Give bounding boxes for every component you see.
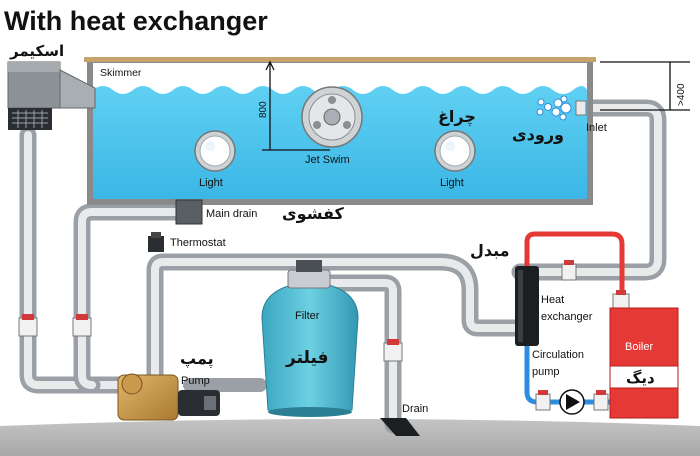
skimmer-label: Skimmer <box>100 67 142 79</box>
light-left <box>194 130 236 172</box>
circulation-label-line1: Circulation <box>532 349 584 361</box>
diagram-title: With heat exchanger <box>4 6 268 36</box>
heat-exchanger <box>515 266 539 346</box>
thermostat-label: Thermostat <box>170 237 226 249</box>
inlet-nozzle <box>536 95 587 121</box>
skimmer-label-fa: اسکیمر <box>9 42 64 60</box>
valve-drain <box>383 339 403 362</box>
edge-dimension <box>600 61 690 111</box>
drain-outlet <box>380 418 420 436</box>
light-label-fa: چراغ <box>438 107 476 127</box>
pipe-network <box>19 99 667 434</box>
main-drain-fitting <box>175 199 203 225</box>
jet-swim <box>301 86 363 148</box>
pipe-hot-loop <box>524 231 625 310</box>
valve-circulation-left <box>535 390 551 411</box>
inlet-label-fa: ورودی <box>512 125 564 144</box>
filter-tank <box>261 260 359 417</box>
circulation-pump <box>559 389 585 415</box>
thermostat <box>148 232 164 252</box>
skimmer <box>7 61 96 130</box>
pump-label-fa: پمپ <box>180 349 214 369</box>
edge-label: >400 <box>676 83 687 106</box>
valve-circulation-right <box>593 390 609 411</box>
light-right <box>434 130 476 172</box>
depth-label: 800 <box>258 101 269 118</box>
light-right-label: Light <box>440 177 464 189</box>
filter-label-fa: فیلتر <box>285 348 329 368</box>
heat-exchanger-label-line1: Heat <box>541 294 564 306</box>
exchanger-label-fa: مبدل <box>470 241 510 260</box>
pump-label: Pump <box>181 375 210 387</box>
inlet-label: Inlet <box>586 122 607 134</box>
pump <box>117 373 220 421</box>
heat-exchanger-label-line2: exchanger <box>541 311 593 323</box>
depth-dimension <box>262 60 330 151</box>
valve-skimmer <box>18 314 38 337</box>
valve-boiler-hot <box>561 260 577 281</box>
boiler-label: Boiler <box>625 341 653 353</box>
main-drain-label: Main drain <box>206 208 257 220</box>
main-drain-label-fa: کفشوی <box>282 204 344 223</box>
boiler <box>609 307 679 419</box>
valve-main-drain <box>72 314 92 337</box>
valve-boiler-top <box>612 290 630 309</box>
ground <box>0 419 700 456</box>
boiler-label-fa: دیگ <box>626 369 655 387</box>
circulation-label-line2: pump <box>532 366 560 378</box>
light-left-label: Light <box>199 177 223 189</box>
filter-label: Filter <box>295 310 320 322</box>
jet-swim-label: Jet Swim <box>305 154 350 166</box>
drain-label: Drain <box>402 403 428 415</box>
